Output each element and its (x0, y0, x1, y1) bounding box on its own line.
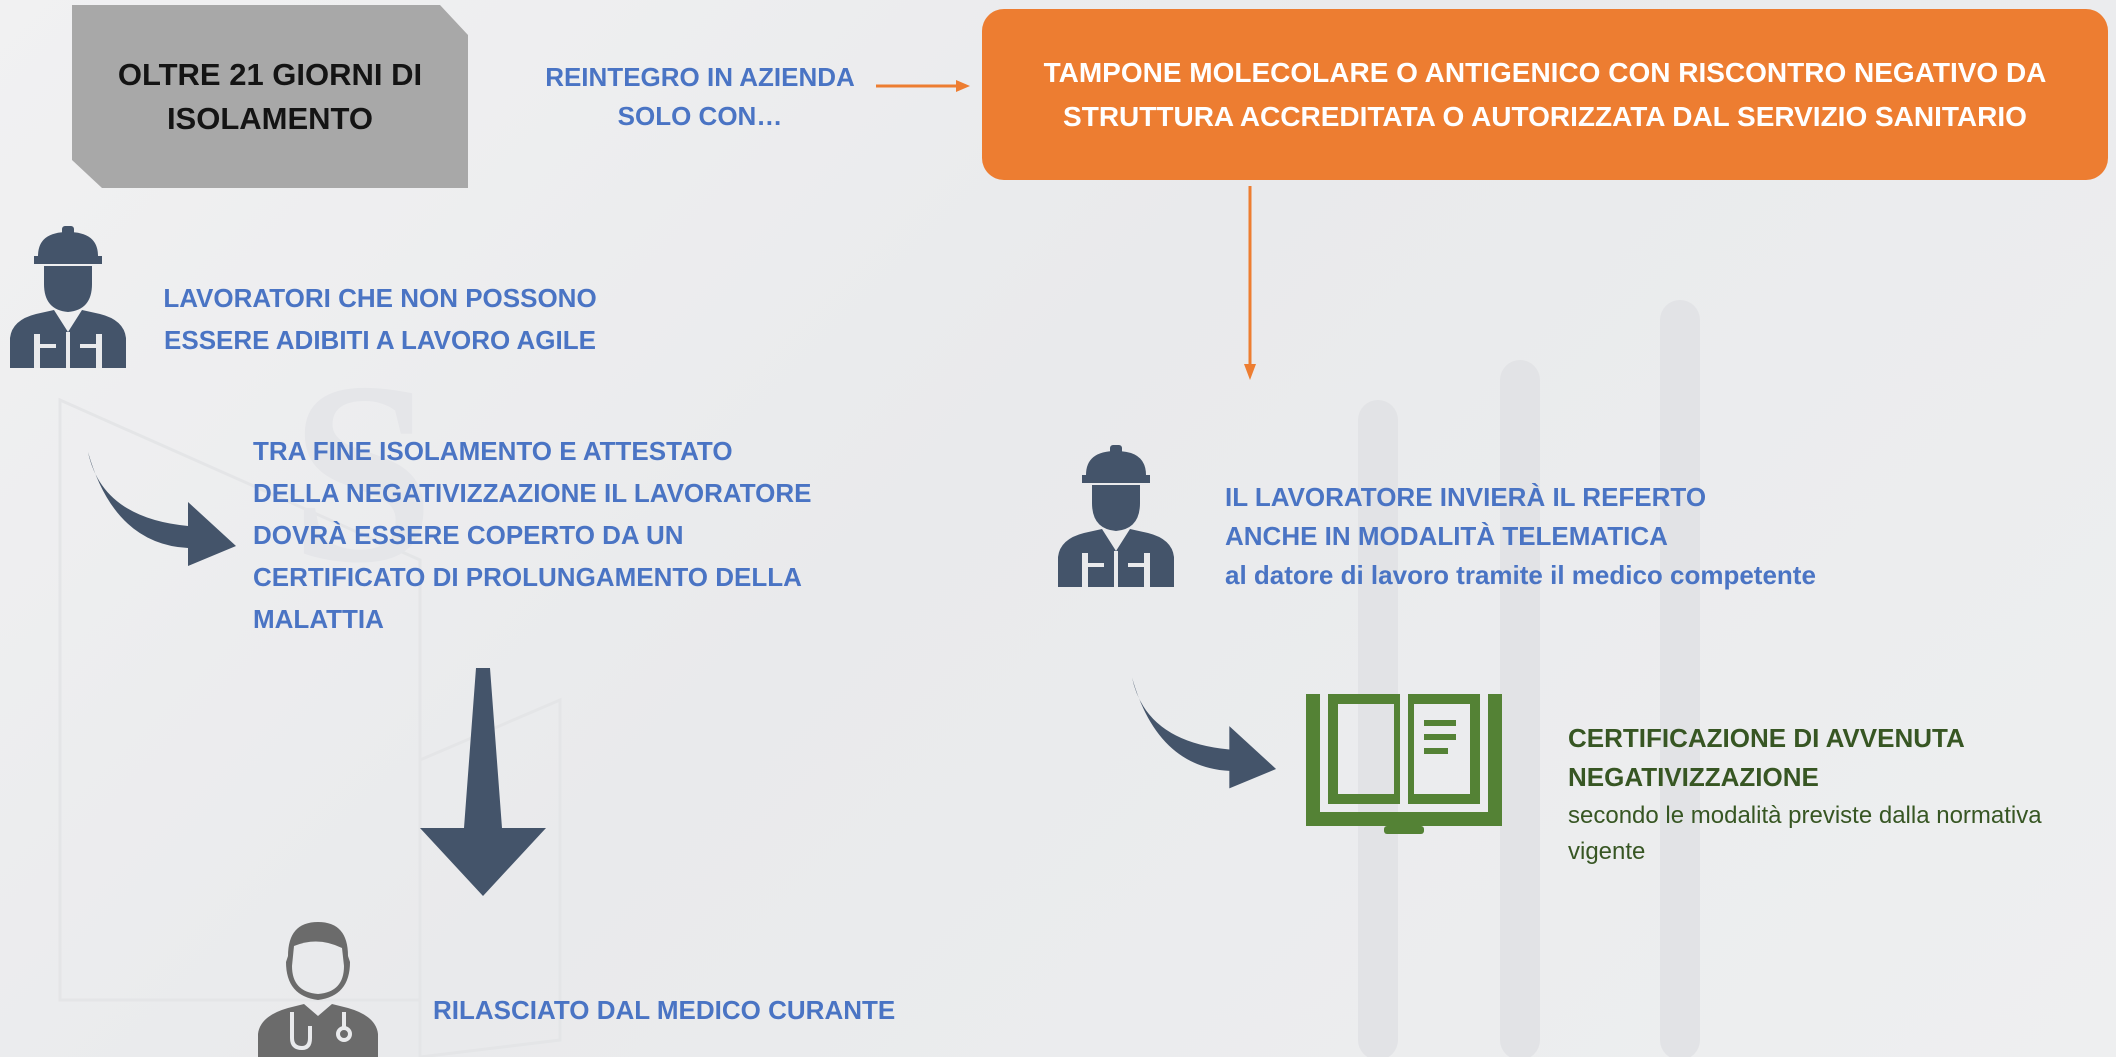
tampone-box: TAMPONE MOLECOLARE O ANTIGENICO CON RISC… (982, 9, 2108, 180)
down-arrow-icon (420, 668, 546, 896)
certificazione-title: CERTIFICAZIONE DI AVVENUTA NEGATIVIZZAZI… (1568, 723, 1964, 792)
worker-icon-right (1058, 445, 1174, 587)
tra-fine-label: TRA FINE ISOLAMENTO E ATTESTATO DELLA NE… (253, 436, 812, 634)
certificazione-subtitle: secondo le modalità previste dalla norma… (1568, 802, 2042, 865)
invio-line3: al datore di lavoro tramite il medico co… (1225, 560, 1816, 590)
worker-icon (10, 226, 126, 368)
lavoratori-label: LAVORATORI CHE NON POSSONO ESSERE ADIBIT… (163, 283, 597, 355)
invio-line2: ANCHE IN MODALITÀ TELEMATICA (1225, 521, 1668, 551)
reintegro-label: REINTEGRO IN AZIENDA SOLO CON… (545, 62, 855, 131)
curved-arrow-icon (88, 452, 236, 566)
svg-text:S: S (290, 329, 435, 617)
rilasciato-label: RILASCIATO DAL MEDICO CURANTE (433, 995, 896, 1025)
curved-arrow-right-icon (1132, 677, 1277, 789)
title-box: OLTRE 21 GIORNI DI ISOLAMENTO (72, 5, 468, 188)
invio-line1: IL LAVORATORE INVIERÀ IL REFERTO (1225, 482, 1707, 512)
book-icon (1306, 694, 1502, 834)
right-arrow-icon (876, 80, 970, 92)
doctor-icon (258, 922, 378, 1057)
down-arrow-orange-icon (1244, 186, 1256, 380)
